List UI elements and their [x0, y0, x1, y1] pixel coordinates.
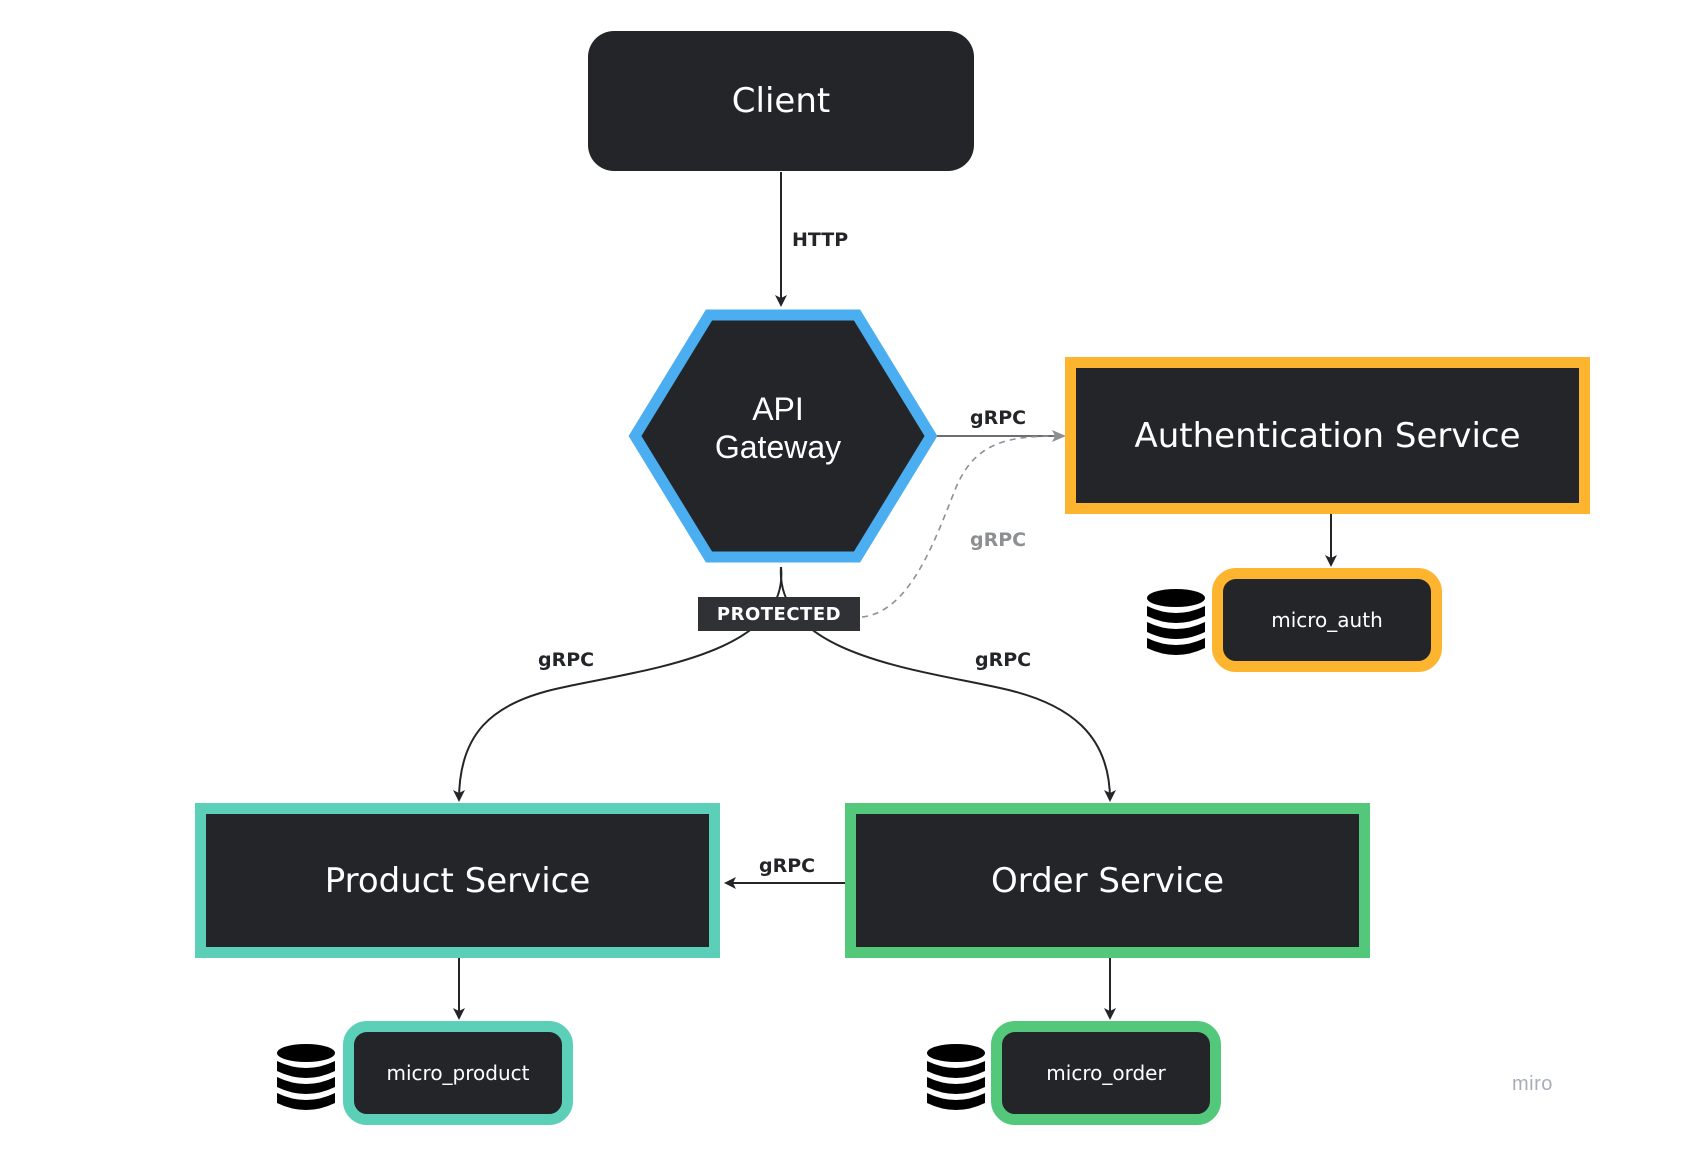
- authentication-service-node: Authentication Service: [1065, 357, 1590, 514]
- db-micro-order-label: micro_order: [1046, 1061, 1166, 1085]
- api-gateway-label-line2: Gateway: [714, 429, 842, 465]
- edge-label-gateway-product: gRPC: [538, 649, 595, 671]
- miro-watermark: miro: [1512, 1073, 1553, 1095]
- api-gateway-hexagon: [628, 309, 938, 563]
- product-service-label: Product Service: [324, 860, 591, 901]
- db-micro-product-label: micro_product: [386, 1061, 530, 1085]
- db-micro-order-node: micro_order: [991, 1021, 1221, 1125]
- edge-label-protected-auth: gRPC: [970, 529, 1027, 551]
- edge-label-gateway-auth: gRPC: [970, 407, 1027, 429]
- database-icon: [277, 1044, 335, 1110]
- order-service-node: Order Service: [845, 803, 1370, 958]
- db-micro-auth-label: micro_auth: [1271, 608, 1383, 632]
- client-node: Client: [588, 31, 974, 171]
- authentication-service-label: Authentication Service: [1134, 415, 1521, 456]
- client-label: Client: [731, 81, 831, 121]
- edge-label-gateway-order: gRPC: [975, 649, 1032, 671]
- api-gateway-label-line1: API: [752, 391, 804, 427]
- order-service-label: Order Service: [990, 860, 1225, 901]
- edge-label-http: HTTP: [792, 229, 849, 251]
- db-micro-auth-node: micro_auth: [1212, 568, 1442, 672]
- db-micro-product-node: micro_product: [343, 1021, 573, 1125]
- database-icon: [1147, 589, 1205, 655]
- protected-badge: PROTECTED: [698, 597, 860, 631]
- edge-label-order-product: gRPC: [759, 855, 816, 877]
- product-service-node: Product Service: [195, 803, 720, 958]
- database-icon: [927, 1044, 985, 1110]
- api-gateway-label: API Gateway: [678, 390, 878, 466]
